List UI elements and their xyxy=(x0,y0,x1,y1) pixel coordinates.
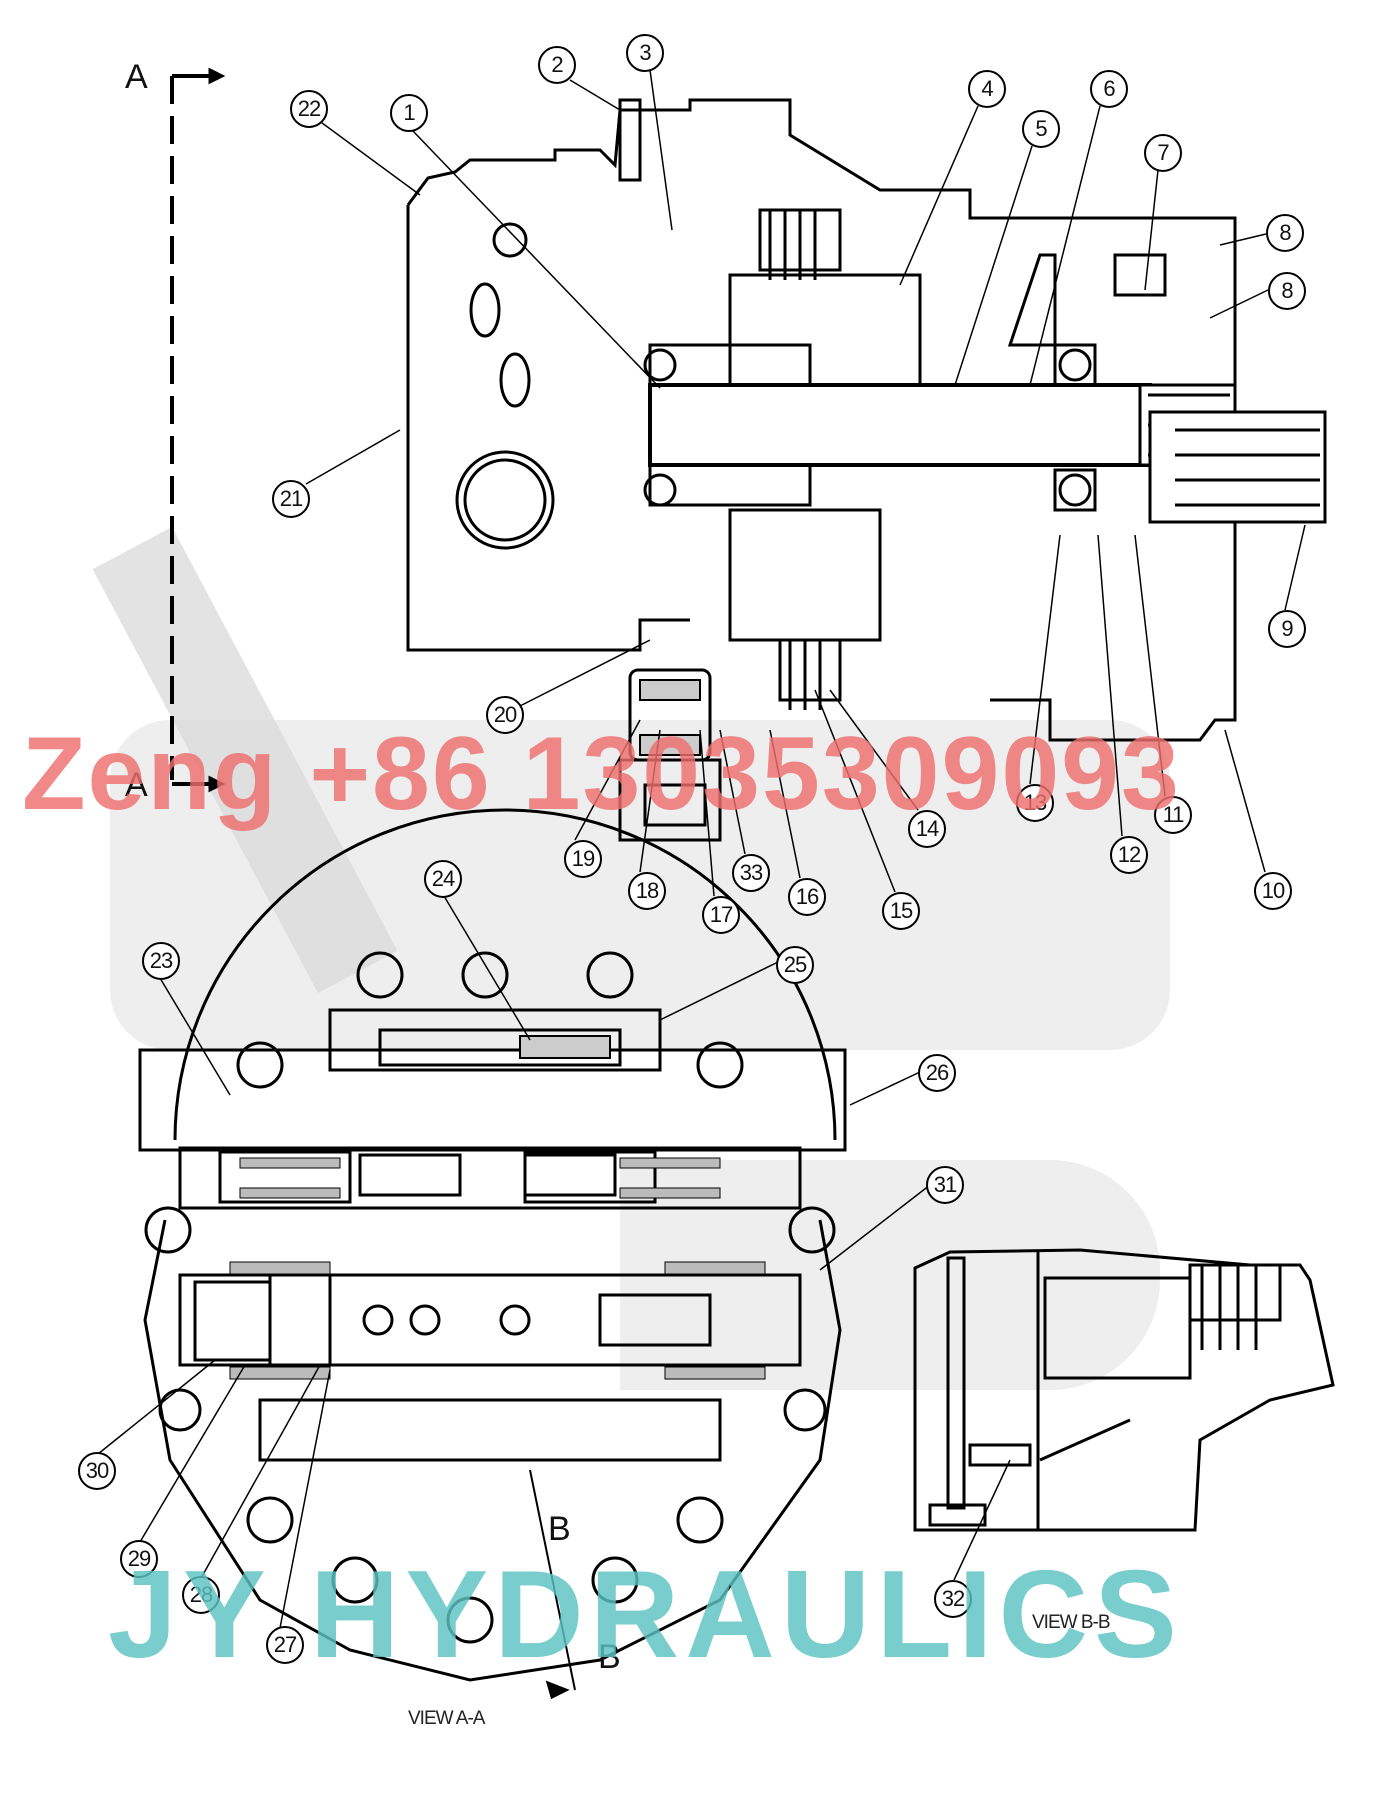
callout-part-20: 20 xyxy=(486,696,524,734)
view-aa-label: VIEW A-A xyxy=(408,1708,485,1729)
callout-part-33: 33 xyxy=(732,854,770,892)
callout-part-4: 4 xyxy=(968,70,1006,108)
section-marker-a-bottom: A xyxy=(125,766,148,804)
callout-part-28: 28 xyxy=(182,1576,220,1614)
callout-part-27: 27 xyxy=(266,1626,304,1664)
callout-part-32: 32 xyxy=(934,1580,972,1618)
callout-part-30: 30 xyxy=(78,1452,116,1490)
callout-part-12: 12 xyxy=(1110,836,1148,874)
callout-part-29: 29 xyxy=(120,1540,158,1578)
view-aa-drawing xyxy=(138,808,847,1700)
callout-part-31: 31 xyxy=(926,1166,964,1204)
callout-part-5: 5 xyxy=(1022,110,1060,148)
callout-part-13: 13 xyxy=(1016,784,1054,822)
callout-part-18: 18 xyxy=(628,872,666,910)
callout-part-10: 10 xyxy=(1254,872,1292,910)
callout-part-8: 8 xyxy=(1268,272,1306,310)
callout-part-1: 1 xyxy=(390,94,428,132)
callout-part-23: 23 xyxy=(142,942,180,980)
section-marker-b-top: B xyxy=(548,1510,571,1548)
leader-lines xyxy=(97,69,1306,1629)
callout-part-14: 14 xyxy=(908,810,946,848)
callout-part-24: 24 xyxy=(424,860,462,898)
callout-part-11: 11 xyxy=(1154,796,1192,834)
callout-part-3: 3 xyxy=(626,34,664,72)
callout-part-2: 2 xyxy=(538,46,576,84)
view-bb-label: VIEW B-B xyxy=(1032,1612,1111,1633)
callout-part-7: 7 xyxy=(1144,134,1182,172)
callout-part-8: 8 xyxy=(1266,214,1304,252)
watermark-brand: JY HYDRAULICS xyxy=(108,1546,1183,1684)
callout-part-21: 21 xyxy=(272,480,310,518)
section-line-a xyxy=(170,67,226,793)
callout-part-17: 17 xyxy=(702,896,740,934)
section-marker-a-top: A xyxy=(125,58,148,96)
watermark-phone: Zeng +86 13035309093 xyxy=(22,716,1181,832)
callout-part-25: 25 xyxy=(776,946,814,984)
callout-part-15: 15 xyxy=(882,892,920,930)
top-section-view xyxy=(406,98,1327,842)
callout-part-19: 19 xyxy=(564,840,602,878)
callout-part-9: 9 xyxy=(1268,610,1306,648)
section-marker-b-bottom: B xyxy=(598,1638,621,1676)
callout-part-6: 6 xyxy=(1090,70,1128,108)
callout-part-26: 26 xyxy=(918,1054,956,1092)
view-bb-drawing xyxy=(913,1248,1335,1532)
callout-part-22: 22 xyxy=(290,90,328,128)
callout-part-16: 16 xyxy=(788,878,826,916)
